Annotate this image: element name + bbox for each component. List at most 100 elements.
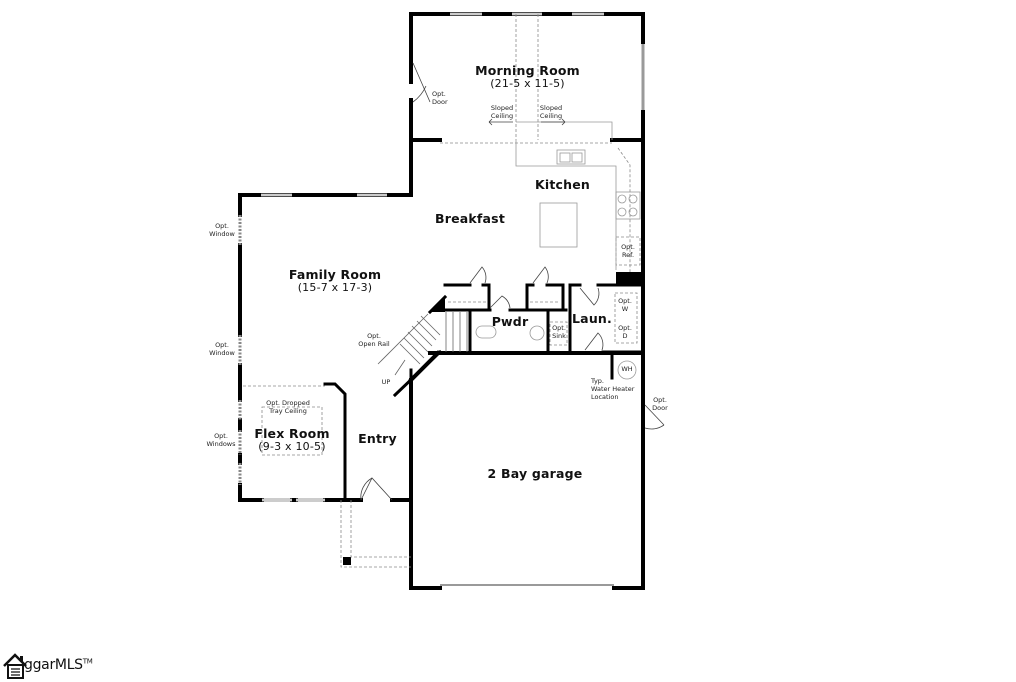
closet-door [532,266,549,284]
room-label-flex-room: Flex Room (9-3 x 10-5) [250,426,334,454]
kitchen-sink [556,149,586,165]
note-line: Opt. [214,432,228,440]
note-morning-opt-door: Opt. Door [432,90,448,107]
note-opt-window-upper: Opt. Window [204,222,240,239]
porch-outline [340,500,411,568]
note-line: Door [652,403,668,412]
room-name: Pwdr [491,314,529,329]
note-line: Tray Ceiling [269,406,307,415]
laundry-door [584,332,604,351]
garage-door [644,404,665,430]
note-line: Opt. [618,324,632,332]
stair-treads [399,315,441,365]
room-name: Laun. [572,311,612,326]
watermark-house-icon [3,653,27,679]
room-label-laun: Laun. [570,311,614,326]
room-dimensions: (21-5 x 11-5) [490,77,565,91]
mls-watermark: ggarMLSTM [24,652,93,678]
note-opt-ref: Opt. Ref. [617,243,639,260]
room-name: Breakfast [434,211,505,226]
note-sloped-ceiling-right: Sloped Ceiling [537,104,565,121]
morning-door [412,62,431,103]
closet-wall [443,283,491,312]
stair-wall [392,349,443,398]
sink-outline [549,321,568,346]
room-dimensions: (9-3 x 10-5) [258,440,326,454]
note-line: Opt. [367,332,381,340]
room-label-pwdr: Pwdr [490,314,530,329]
note-line: Opt. [215,222,229,230]
note-water-heater-location: Typ. Water Heater Location [591,377,635,401]
note-line: Window [209,348,235,357]
note-line: WH [621,365,633,373]
note-garage-opt-door: Opt. Door [649,396,671,413]
note-line: Location [591,392,619,401]
stair-rail [377,313,429,365]
note-line: Door [432,97,448,106]
note-opt-sink: Opt. Sink [549,324,569,341]
note-sloped-ceiling-left: Sloped Ceiling [488,104,516,121]
note-line: Typ. [591,377,604,385]
kitchen-counter [515,140,617,270]
room-label-family-room: Family Room (15-7 x 17-3) [270,267,400,295]
room-name: 2 Bay garage [487,466,583,481]
note-line: D [622,331,628,340]
note-line: Ceiling [539,111,563,120]
room-name: Flex Room [254,426,330,441]
room-label-garage: 2 Bay garage [480,466,590,481]
pwdr-door [489,295,511,309]
note-line: Opt. [653,396,667,404]
flex-wall-east [323,382,347,502]
note-opt-dropped-tray: Opt. Dropped Tray Ceiling [263,399,313,416]
room-label-morning-room: Morning Room (21-5 x 11-5) [460,63,595,91]
note-line: Windows [206,439,236,448]
note-line: Ref. [621,250,635,259]
room-name: Morning Room [475,63,580,78]
kitchen-wall-block [616,272,644,286]
note-opt-open-rail: Opt. Open Rail [355,332,393,349]
pwdr-sink [529,325,545,341]
stair-wall-block [430,297,445,312]
note-opt-windows: Opt. Windows [202,432,240,449]
room-name: Family Room [288,267,382,282]
stair-treads [445,312,468,352]
note-line: Opt. [618,297,632,305]
laundry-door [579,287,600,306]
note-opt-dryer: Opt. D [615,324,635,341]
kitchen-island [539,202,578,248]
room-dimensions: (15-7 x 17-3) [297,281,373,295]
note-line: Sloped [539,104,563,112]
room-label-breakfast: Breakfast [430,211,510,226]
note-line: Water Heater [591,384,635,393]
counter-line [617,147,631,272]
room-label-entry: Entry [355,431,400,446]
washer-outline [614,292,638,344]
note-line: W [621,304,629,313]
note-stair-up: UP [378,378,394,387]
morning-room-step [516,121,613,140]
tray-ceiling-outline [261,406,323,456]
watermark-brand: ggarMLS [24,657,83,673]
note-line: Sink [552,331,566,340]
watermark-trademark: TM [82,657,93,666]
entry-door [360,477,393,501]
closet-wall [525,283,565,312]
water-heater-circle [617,360,637,380]
ceiling-line [515,14,539,140]
toilet [475,325,497,339]
note-line: Open Rail [358,339,390,348]
note-line: Opt. [215,341,229,349]
closet-door [469,266,487,284]
room-name: Entry [358,431,397,446]
cooktop [615,191,641,220]
watermark-text: ggarMLSTM [24,657,93,673]
note-line: Opt. Dropped [266,399,310,407]
room-label-kitchen: Kitchen [525,177,600,192]
note-line: Opt. [621,243,635,251]
water-heater-label: WH [617,365,637,374]
porch-post [343,557,351,565]
note-opt-window-lower: Opt. Window [204,341,240,358]
note-line: Sloped [490,104,514,112]
note-line: Opt. [432,90,446,98]
